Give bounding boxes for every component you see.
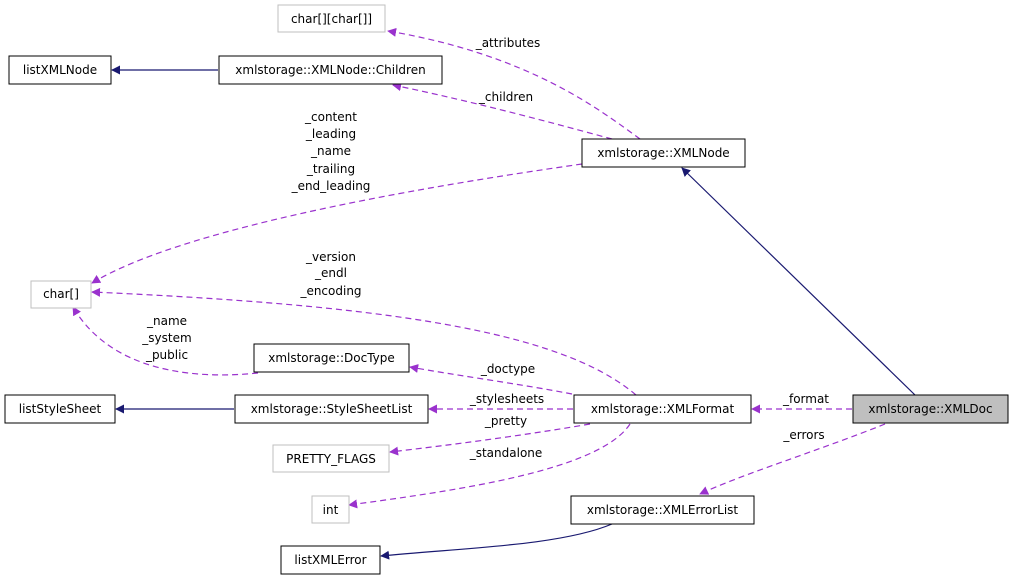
edge-label-system: _system [141,331,191,345]
node-int[interactable]: int [311,495,350,524]
node-xmlerrorlist-label: xmlstorage::XMLErrorList [587,503,739,517]
edge-xmlformat-pretty [389,423,591,456]
edge-label-name: _name [310,144,351,158]
edge-xmlformat-version [91,287,637,396]
edge-label-doctype-name: _name [146,314,187,328]
node-xmlformat-label: xmlstorage::XMLFormat [591,402,735,416]
edge-xmlformat-standalone [348,423,631,509]
node-xmlnode[interactable]: xmlstorage::XMLNode [581,138,746,168]
node-listxmlerror-label: listXMLError [294,553,366,567]
node-liststylesheet[interactable]: listStyleSheet [4,394,116,424]
node-stylesheetlist[interactable]: xmlstorage::StyleSheetList [234,394,429,424]
node-xmlnode-children-label: xmlstorage::XMLNode::Children [235,63,425,77]
node-listxmlnode-label: listXMLNode [23,63,97,77]
edge-label-content: _content [304,110,357,124]
node-int-label: int [323,503,339,517]
edge-label-doctype: _doctype [480,362,535,376]
edge-label-pretty: _pretty [484,414,527,428]
edge-label-endl: _endl [314,266,347,280]
node-xmldoc-label: xmlstorage::XMLDoc [868,402,992,416]
edge-label-format: _format [782,392,829,406]
node-liststylesheet-label: listStyleSheet [19,402,102,416]
edge-label-errors: _errors [782,428,824,442]
node-xmlnode-label: xmlstorage::XMLNode [597,146,729,160]
edge-xmlnode-content [91,163,583,284]
edge-label-standalone: _standalone [469,446,543,460]
node-doctype[interactable]: xmlstorage::DocType [253,343,410,373]
edge-xmldoc-to-xmlnode [681,167,916,396]
node-listxmlerror[interactable]: listXMLError [280,545,381,575]
edge-xmlnode-children [392,82,613,140]
node-doctype-label: xmlstorage::DocType [268,351,395,365]
node-pretty-flags-label: PRETTY_FLAGS [286,452,376,466]
node-char-array-label: char[] [43,287,79,301]
edge-doctype-name [72,306,259,376]
edge-label-encoding: _encoding [299,284,361,298]
node-char-map-label: char[][char[]] [291,12,372,26]
edge-xmlerrorlist-to-listxmlerror [380,523,613,560]
edge-xmlformat-doctype [409,364,573,395]
edge-xmlnode-attributes [387,27,641,140]
edge-label-end-leading: _end_leading [291,179,371,193]
node-stylesheetlist-label: xmlstorage::StyleSheetList [251,402,413,416]
node-listxmlnode[interactable]: listXMLNode [8,55,112,85]
node-xmlnode-children[interactable]: xmlstorage::XMLNode::Children [218,55,443,85]
node-xmldoc[interactable]: xmlstorage::XMLDoc [852,394,1009,424]
edge-label-attributes: _attributes [475,36,541,50]
edge-label-stylesheets: _stylesheets [469,392,544,406]
node-xmlerrorlist[interactable]: xmlstorage::XMLErrorList [570,495,755,525]
node-char-array[interactable]: char[] [30,280,92,309]
edge-label-leading: _leading [305,127,356,141]
edge-label-trailing: _trailing [306,162,355,176]
node-xmlformat[interactable]: xmlstorage::XMLFormat [573,394,752,424]
edge-label-children: _children [478,90,533,104]
edge-label-public: _public [145,348,188,362]
node-char-map[interactable]: char[][char[]] [277,4,386,33]
edge-label-version: _version [305,250,356,264]
node-pretty-flags[interactable]: PRETTY_FLAGS [272,444,390,473]
